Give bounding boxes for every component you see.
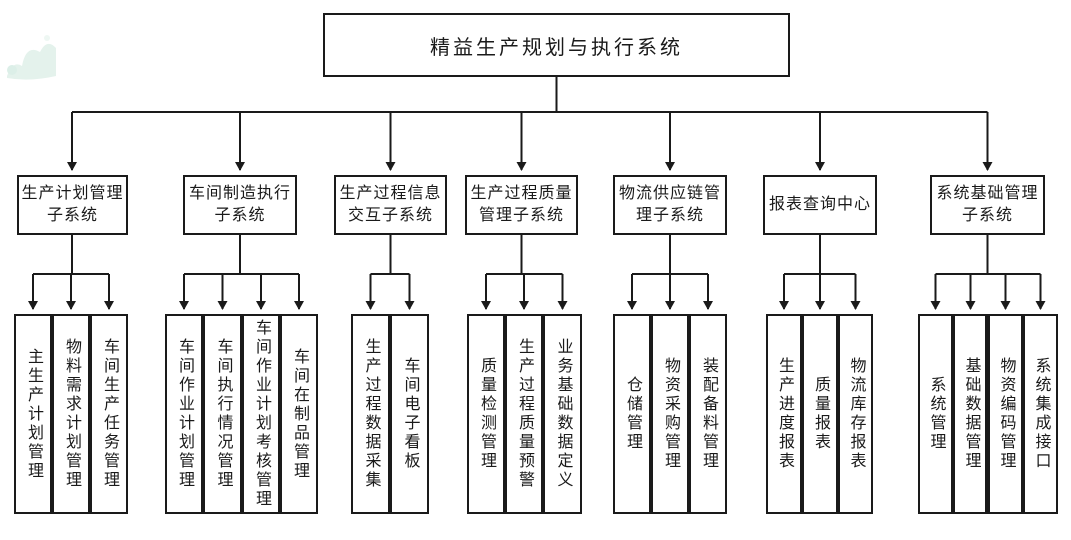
subsystem-node-report-center: 报表查询中心 [763, 175, 877, 235]
leaf-node: 物资采购管理 [651, 314, 689, 514]
subsystem-node-shop-execution: 车间制造执行 子系统 [183, 175, 297, 235]
leaf-node: 系统集成接口 [1023, 314, 1058, 514]
level2-arrows [67, 112, 993, 171]
leaf-node: 车间生产任务管理 [90, 314, 128, 514]
leaf-node: 车间在制品管理 [280, 314, 318, 514]
leaf-node: 生产过程质量预警 [505, 314, 543, 514]
leaf-node: 仓储管理 [613, 314, 651, 514]
group-branch-lines [33, 234, 1041, 275]
leaf-node: 车间执行情况管理 [203, 314, 242, 514]
leaf-node: 基础数据管理 [953, 314, 988, 514]
leaf-node: 车间作业计划管理 [165, 314, 203, 514]
subsystem-node-logistics-supplychain: 物流供应链管 理子系统 [613, 175, 727, 235]
watermark-blob [7, 35, 56, 80]
thick-divider-line [985, 314, 990, 514]
leaf-node: 质量报表 [802, 314, 838, 514]
leaf-node: 生产过程数据采集 [351, 314, 390, 514]
leaf-node: 主生产计划管理 [14, 314, 52, 514]
trunk-line [72, 76, 988, 113]
subsystem-node-process-information: 生产过程信息 交互子系统 [334, 175, 447, 235]
leaf-node: 装配备料管理 [689, 314, 727, 514]
leaf-node: 生产进度报表 [766, 314, 802, 514]
leaf-arrows [28, 274, 1046, 310]
leaf-node: 物料需求计划管理 [52, 314, 90, 514]
leaf-node: 系统管理 [918, 314, 953, 514]
leaf-node: 质量检测管理 [467, 314, 505, 514]
leaf-node: 车间电子看板 [390, 314, 429, 514]
leaf-node: 业务基础数据定义 [543, 314, 582, 514]
subsystem-node-process-quality: 生产过程质量 管理子系统 [465, 175, 578, 235]
leaf-node: 物资编码管理 [988, 314, 1023, 514]
subsystem-node-system-foundation: 系统基础管理 子系统 [930, 175, 1045, 235]
root-node: 精益生产规划与执行系统 [323, 13, 790, 77]
leaf-node: 物流库存报表 [838, 314, 873, 514]
subsystem-node-production-planning: 生产计划管理 子系统 [17, 175, 128, 235]
leaf-node: 车间作业计划考核管理 [242, 314, 280, 514]
